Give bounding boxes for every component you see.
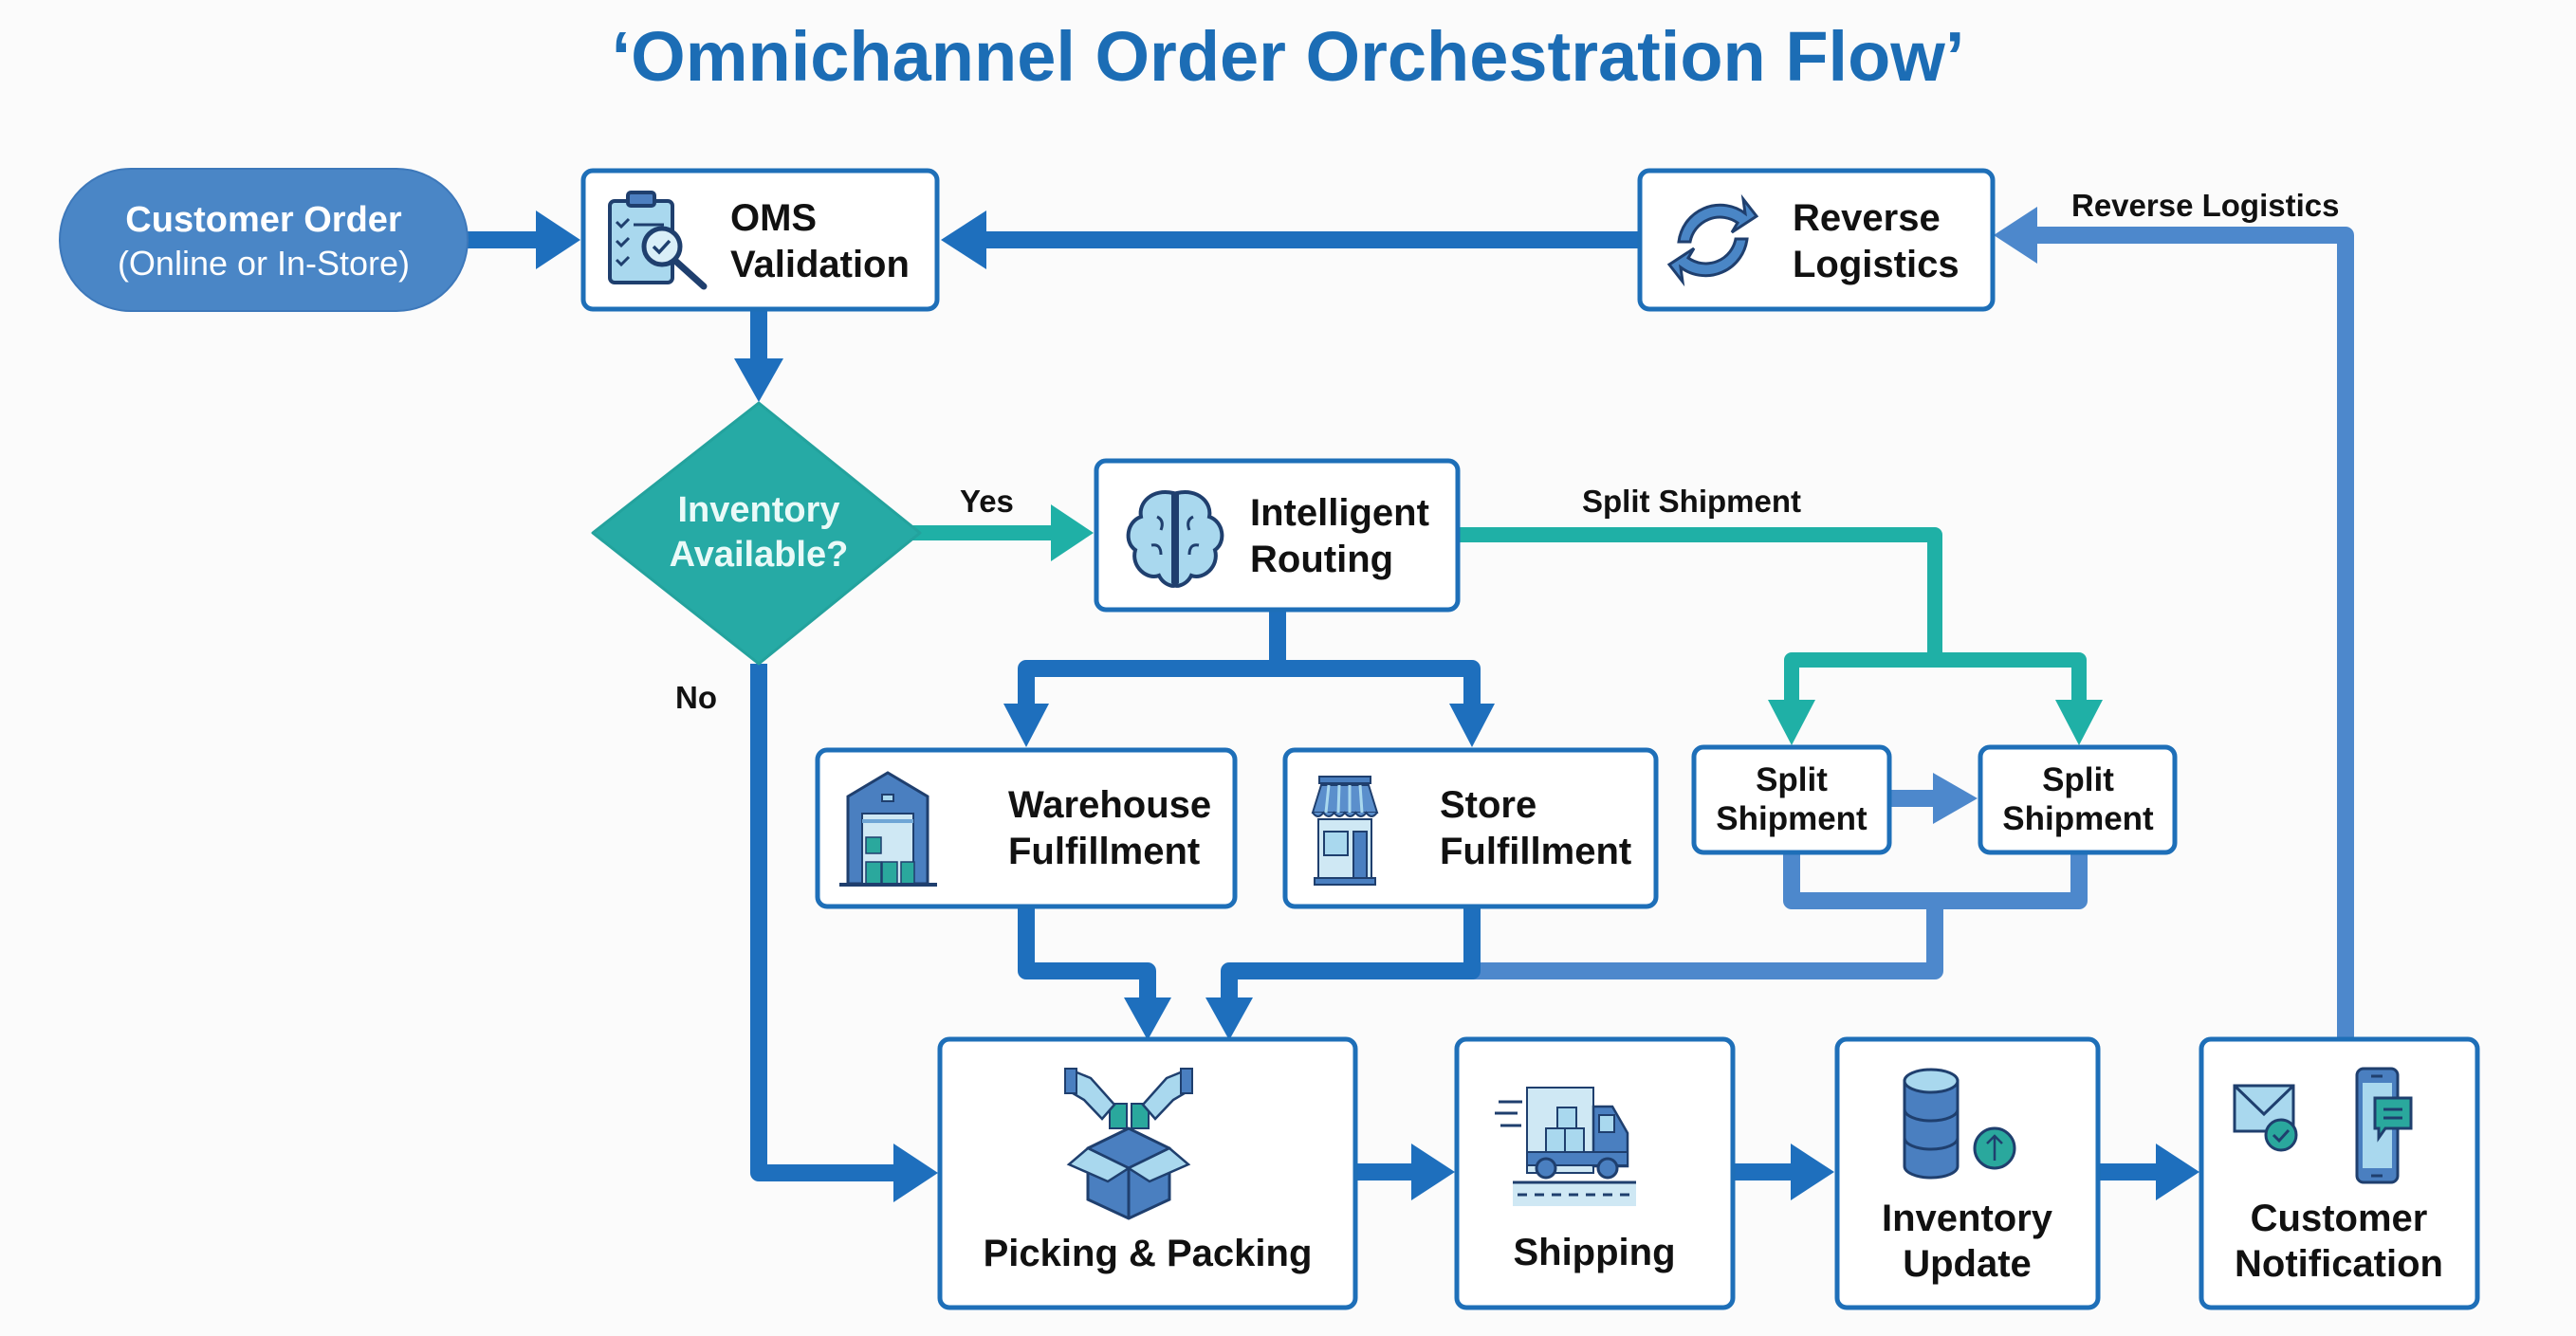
edge-notification-to-reverse — [1994, 207, 2354, 1038]
node-split-shipment-1[interactable]: Split Shipment — [1691, 744, 1892, 855]
customer-order-title: Customer Order — [125, 200, 402, 240]
edge-customer-order-to-oms — [468, 210, 580, 269]
brain-icon — [1126, 490, 1224, 588]
shipping-title: Shipping — [1513, 1232, 1675, 1273]
picking-title: Picking & Packing — [984, 1233, 1313, 1274]
diagram-title: ‘Omnichannel Order Orchestration Flow’ — [612, 17, 1965, 96]
edge-label-split-shipment: Split Shipment — [1582, 484, 1801, 519]
routing-title-line1: Intelligent — [1250, 492, 1429, 534]
warehouse-title-line2: Fulfillment — [1008, 831, 1200, 872]
node-warehouse-fulfillment[interactable]: Warehouse Fulfillment — [815, 747, 1238, 909]
database-upload-icon — [1903, 1068, 2016, 1180]
node-oms-validation[interactable]: OMS Validation — [580, 168, 940, 312]
notification-line1: Customer — [2251, 1198, 2428, 1239]
reverse-title-line1: Reverse — [1793, 197, 1941, 239]
edge-inventory-update-to-notification — [2098, 1144, 2199, 1200]
edge-picking-to-shipping — [1355, 1144, 1455, 1200]
edge-label-yes: Yes — [960, 484, 1014, 519]
node-inventory-available-decision[interactable]: Inventory Available? — [591, 401, 922, 666]
clipboard-check-magnifier-icon — [608, 191, 708, 290]
edge-no-to-picking — [750, 664, 938, 1202]
customer-order-subtitle: (Online or In-Store) — [118, 244, 410, 283]
edge-shipping-to-inventory-update — [1733, 1144, 1834, 1200]
store-title-line2: Fulfillment — [1440, 831, 1631, 872]
edge-yes-to-routing — [911, 504, 1094, 561]
edge-routing-to-split — [1459, 527, 2103, 745]
node-intelligent-routing[interactable]: Intelligent Routing — [1094, 458, 1461, 613]
reverse-title-line2: Logistics — [1793, 244, 1960, 285]
warehouse-icon — [839, 771, 937, 887]
inventory-update-line2: Update — [1903, 1243, 2032, 1285]
oms-title-line2: Validation — [730, 244, 910, 285]
store-title-line1: Store — [1440, 784, 1536, 826]
edge-reverse-to-oms — [941, 210, 1640, 269]
storefront-icon — [1311, 776, 1379, 886]
edge-split-to-picking — [1472, 853, 2088, 979]
oms-title-line1: OMS — [730, 197, 817, 239]
hands-box-icon — [1064, 1068, 1193, 1220]
split1-line1: Split — [1756, 761, 1828, 798]
warehouse-title-line1: Warehouse — [1008, 784, 1211, 826]
decision-line1: Inventory — [677, 490, 839, 530]
edge-label-no: No — [675, 680, 717, 715]
notification-line2: Notification — [2235, 1243, 2443, 1285]
edge-label-reverse-logistics: Reverse Logistics — [2071, 188, 2339, 223]
delivery-truck-icon — [1495, 1087, 1636, 1206]
edge-routing-to-fulfillment — [1003, 611, 1495, 747]
node-customer-order[interactable]: Customer Order (Online or In-Store) — [59, 168, 469, 312]
edge-split-to-split — [1889, 773, 1978, 824]
refresh-arrows-icon — [1666, 193, 1759, 287]
node-inventory-update[interactable]: Inventory Update — [1834, 1036, 2101, 1310]
node-customer-notification[interactable]: Customer Notification — [2199, 1036, 2480, 1310]
node-store-fulfillment[interactable]: Store Fulfillment — [1282, 747, 1659, 909]
edge-fulfillment-to-picking — [1018, 906, 1481, 1040]
node-split-shipment-2[interactable]: Split Shipment — [1978, 744, 2178, 855]
node-shipping[interactable]: Shipping — [1454, 1036, 1736, 1310]
node-reverse-logistics[interactable]: Reverse Logistics — [1637, 168, 1996, 312]
split2-line1: Split — [2042, 761, 2114, 798]
split1-line2: Shipment — [1716, 800, 1868, 837]
edge-oms-to-decision — [734, 310, 783, 402]
split2-line2: Shipment — [2002, 800, 2154, 837]
inventory-update-line1: Inventory — [1882, 1198, 2053, 1239]
decision-line2: Available? — [670, 535, 849, 575]
node-picking-packing[interactable]: Picking & Packing — [937, 1036, 1358, 1310]
email-phone-notification-icon — [2233, 1067, 2413, 1184]
routing-title-line2: Routing — [1250, 539, 1393, 580]
